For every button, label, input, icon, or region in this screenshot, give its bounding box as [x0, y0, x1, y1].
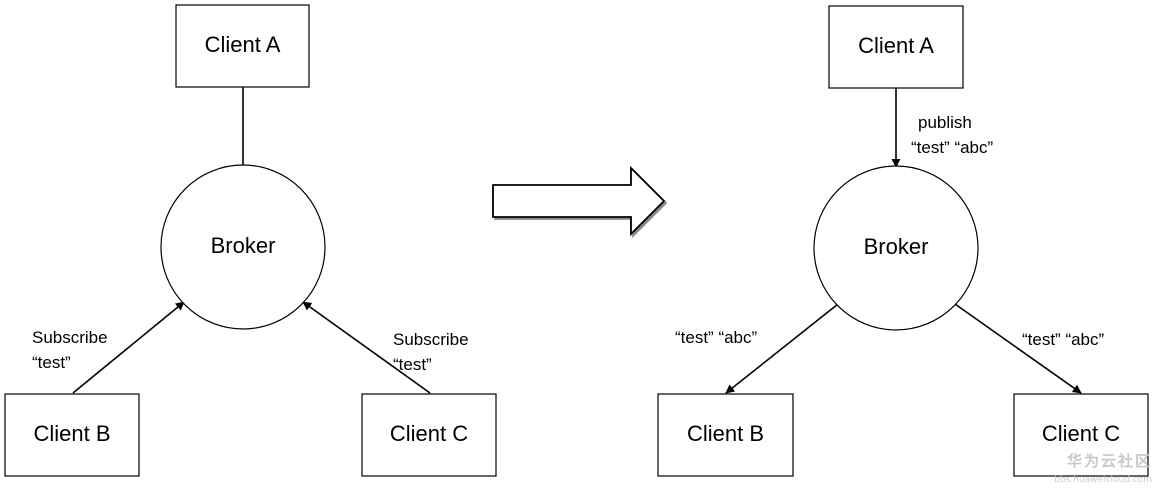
left-broker-label: Broker — [211, 233, 276, 258]
left-broker-node: Broker — [160, 164, 326, 330]
right-client-c-label: Client C — [1042, 421, 1120, 446]
watermark: 华为云社区 bbs.huaweicloud.com — [1054, 452, 1152, 485]
right-diagram: Client A Broker Client B Client C publis… — [657, 5, 1149, 477]
right-broker-node: Broker — [813, 165, 979, 331]
left-client-c-node: Client C — [361, 393, 497, 477]
watermark-text: 华为云社区 — [1067, 452, 1152, 470]
left-arrow-b-to-broker — [72, 301, 185, 394]
right-client-b-node: Client B — [657, 393, 794, 477]
right-client-b-label: Client B — [687, 421, 764, 446]
left-client-a-node: Client A — [175, 4, 310, 88]
right-edge-label-b: “test” “abc” — [675, 328, 758, 347]
left-client-b-label: Client B — [33, 421, 110, 446]
right-arrow-broker-to-c — [954, 303, 1082, 394]
left-edge-label-c-line2: “test” — [393, 355, 432, 374]
left-edge-label-c-line1: Subscribe — [393, 330, 469, 349]
right-client-c-node: Client C — [1013, 393, 1149, 477]
right-client-a-node: Client A — [828, 5, 964, 89]
right-broker-label: Broker — [864, 234, 929, 259]
right-edge-label-a-line2: “test” “abc” — [911, 138, 994, 157]
left-client-c-label: Client C — [390, 421, 468, 446]
left-edge-label-b-line1: Subscribe — [32, 328, 108, 347]
right-edge-label-a-line1: publish — [918, 113, 972, 132]
right-arrow-broker-to-b — [725, 303, 839, 394]
left-arrow-c-to-broker — [302, 301, 431, 394]
left-edge-label-b-line2: “test” — [32, 353, 71, 372]
left-client-b-node: Client B — [4, 393, 140, 477]
right-edge-label-c: “test” “abc” — [1022, 330, 1105, 349]
left-diagram: Client A Broker Client B Client C Subscr… — [4, 4, 497, 477]
transition-arrow-icon — [492, 165, 666, 237]
right-client-a-label: Client A — [858, 33, 934, 58]
watermark-url: bbs.huaweicloud.com — [1054, 475, 1152, 485]
left-client-a-label: Client A — [205, 32, 281, 57]
